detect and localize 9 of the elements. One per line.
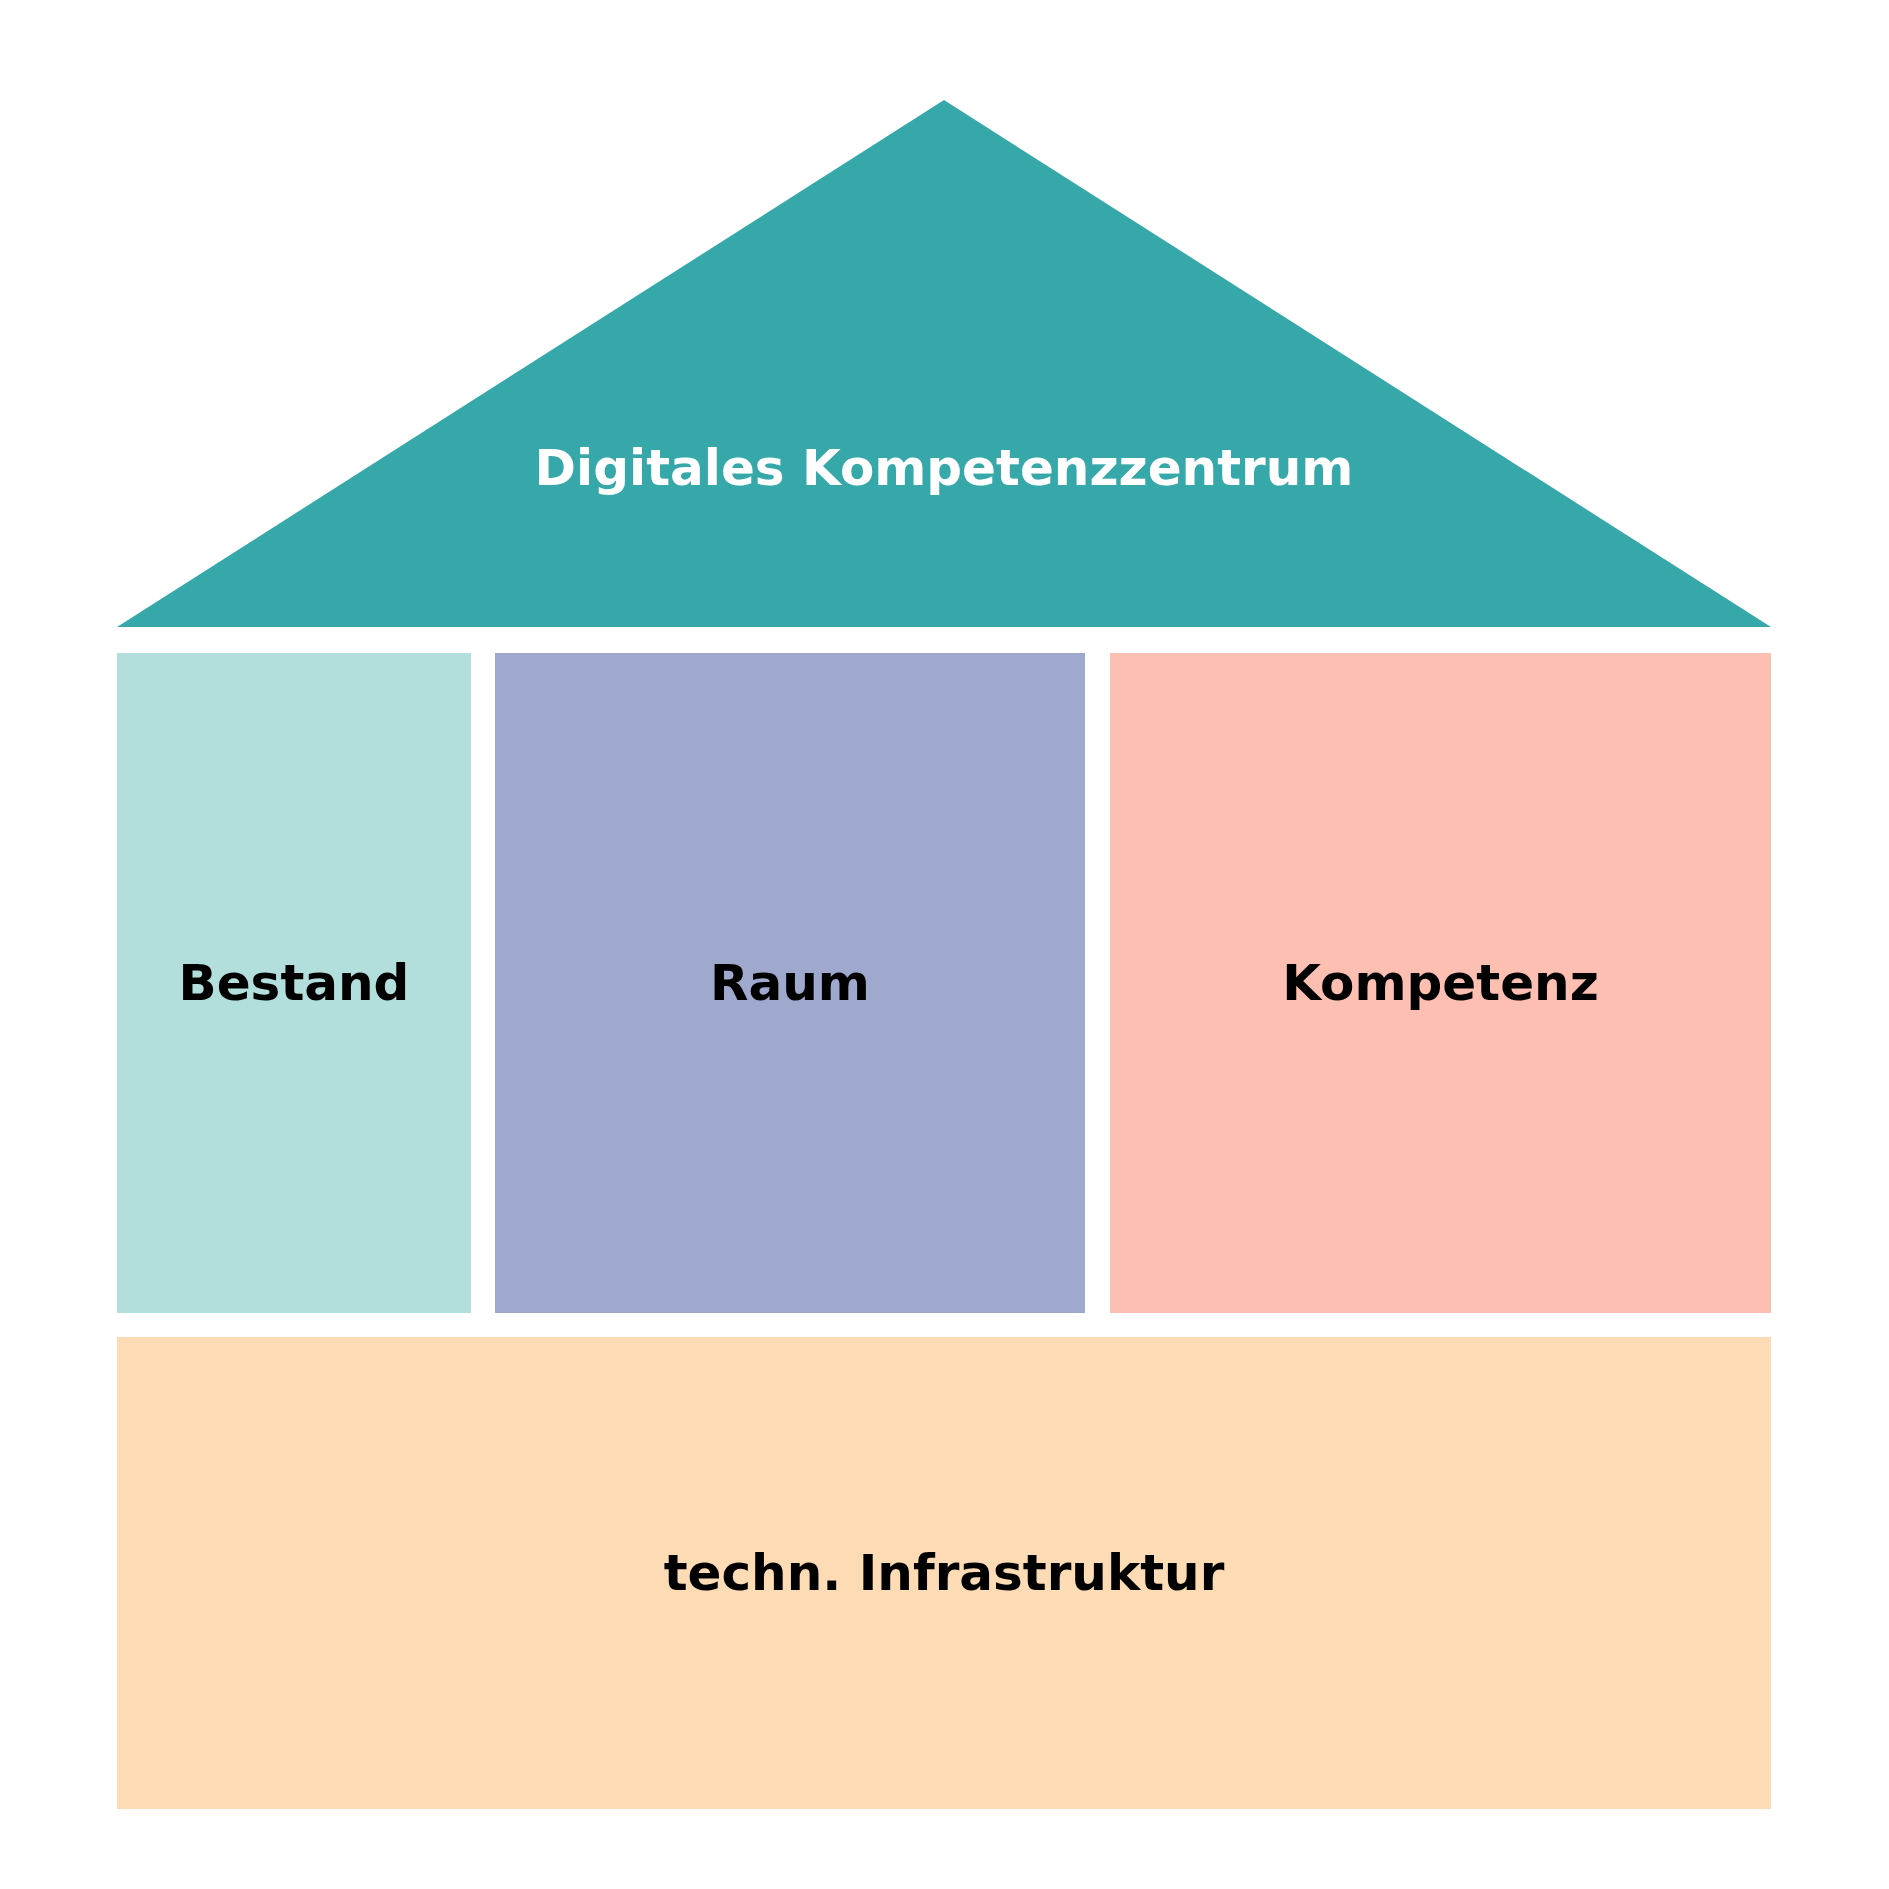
roof-label: Digitales Kompetenzzentrum [534, 439, 1354, 497]
pillar-panel [495, 653, 1085, 1313]
section-label: Kompetenz [1282, 954, 1599, 1012]
pillar-panel [117, 653, 471, 1313]
foundation-panel [117, 1337, 1771, 1809]
section-label: Bestand [178, 954, 410, 1012]
section-label: Raum [710, 954, 870, 1012]
section-label: techn. Infrastruktur [663, 1544, 1225, 1602]
pillar-panel [1110, 653, 1771, 1313]
